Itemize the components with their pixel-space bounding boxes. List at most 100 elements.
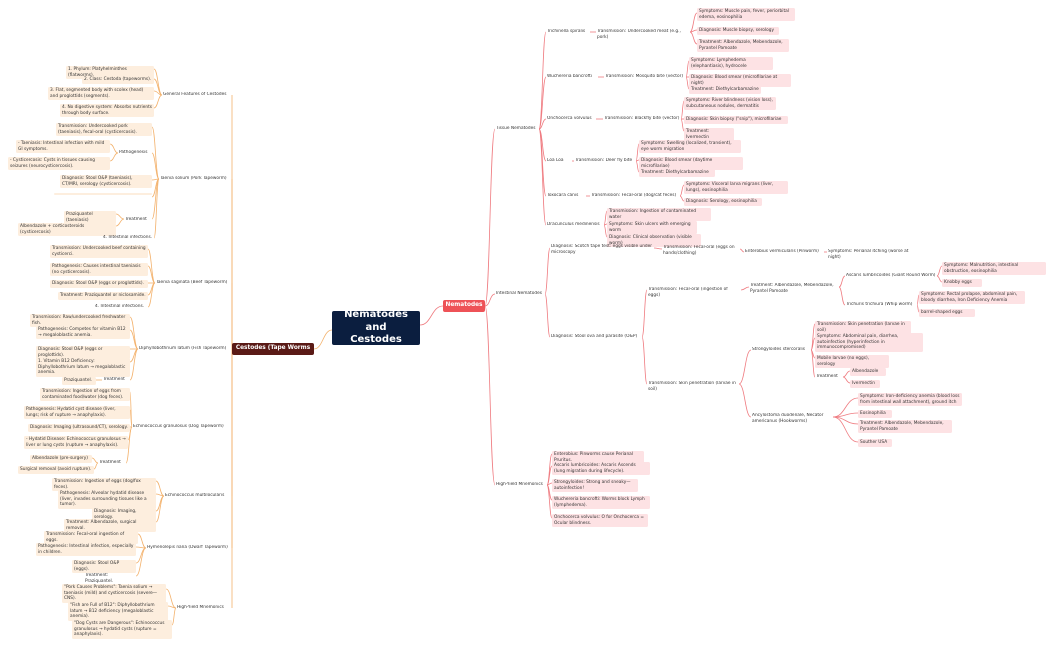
strongyloides-item[interactable]: Symptoms: Abdominal pain, diarrhea, auto… (815, 333, 923, 352)
dracunculus-item[interactable]: Diagnosis: Clinical observation (visible… (607, 234, 701, 248)
echinococcus-granulosus-label[interactable]: Echinococcus granulosus (Dog Tapeworm) (133, 424, 224, 429)
wuchereria-transmission[interactable]: Transmission: Mosquito bite (vector) (605, 74, 684, 79)
dracunculus-item[interactable]: Symptoms: Skin ulcers with emerging worm (607, 221, 697, 235)
right-mnemonic-item[interactable]: Strongyloides: Strong and sneaky—autoinf… (552, 479, 638, 493)
solium-intestinal[interactable]: 4. Intestinal infections. (103, 235, 153, 240)
trichuris-label[interactable]: Trichuris trichiura (Whip worm) (846, 302, 913, 307)
loa-transmission[interactable]: Transmission: Deer fly bite (575, 158, 633, 163)
right-mnemonics-label[interactable]: High-Yield Mnemonics (496, 482, 543, 487)
solium-transmission[interactable]: Transmission: Undercooked pork (taeniasi… (56, 123, 152, 137)
ascaris-item[interactable]: Symptoms: Malnutrition, intestinal obstr… (942, 262, 1046, 276)
trichinella-item[interactable]: Symptoms: Muscle pain, fever, periorbita… (697, 8, 795, 22)
solium-cysticercosis[interactable] (54, 193, 152, 195)
diphyl-treat[interactable]: Praziquantel. (62, 377, 96, 385)
trichinella-transmission[interactable]: Transmission: Undercooked meat (e.g., po… (597, 29, 681, 40)
general-item[interactable]: 3. Flat, segmented body with scolex (hea… (48, 87, 154, 101)
onchocerca-item[interactable]: Diagnosis: Skin biopsy ("snip"), microfi… (684, 116, 788, 124)
strongyloides-item[interactable]: Transmission: Skin penetration (larvae i… (815, 321, 911, 335)
stool-op-diagnosis[interactable]: Diagnosis: Stool ova and parasite (O&P) (551, 334, 638, 339)
taenia-saginata-label[interactable]: Taenia saginata (Beef Tapeworm) (156, 280, 228, 285)
tissue-nematodes-label[interactable]: Tissue Nematodes (496, 126, 536, 131)
onchocerca-transmission[interactable]: Transmission: Blackfly bite (vector) (604, 116, 680, 121)
nana-item[interactable]: Transmission: Fecal-oral ingestion of eg… (44, 531, 138, 545)
solium-patho-item[interactable]: - Cysticercosis: Cysts in tissues causin… (8, 157, 110, 171)
echinococcus-multilocularis-label[interactable]: Echinococcus multilocularis (165, 493, 225, 498)
granulosus-item[interactable]: Transmission: Ingestion of eggs from con… (40, 388, 130, 402)
right-mnemonic-item[interactable]: Onchocerca volvulus: O for Onchocerca = … (552, 514, 648, 528)
granulosus-item[interactable]: Pathogenesis: Hydatid cyst disease (live… (24, 406, 130, 420)
hookworm-item[interactable]: Treatment: Albendazole, Mebendazole, Pyr… (858, 420, 952, 434)
strongyloides-treat-item[interactable]: Ivermectin (850, 380, 880, 388)
loa-loa-label[interactable]: Loa Loa (547, 158, 564, 163)
ascaris-label[interactable]: Ascaris lumbricoides (Giant Round Worm) (846, 273, 936, 278)
nana-item[interactable]: Diagnosis: Stool O&P (eggs). (72, 560, 136, 574)
multi-item[interactable]: Transmission: Ingestion of eggs (dog/fox… (52, 478, 156, 492)
nana-item[interactable]: Treatment: Praziquantel. (85, 573, 114, 584)
scotch-transmission[interactable]: Transmission: Fecal-oral (eggs on hands/… (663, 245, 735, 256)
saginata-item[interactable]: 4. Intestinal infections. (95, 304, 145, 309)
granulosus-treatment-label[interactable]: Treatment (99, 460, 121, 465)
dracunculus-label[interactable]: Dracunculus medinensis (547, 222, 600, 227)
diphyl-item[interactable]: Diagnosis: Stool O&P (eggs or proglottid… (36, 346, 130, 360)
root-topic[interactable]: Nematodes and Cestodes (332, 311, 420, 345)
intestinal-nematodes-label[interactable]: Intestinal Nematodes (496, 291, 542, 296)
trichuris-item[interactable]: Symptoms: Rectal prolapse, abdominal pai… (919, 291, 1025, 305)
wuchereria-item[interactable]: Diagnosis: Blood smear (microfilariae at… (689, 74, 791, 88)
enterobius-symptoms[interactable]: Symptoms: Perianal itching (worse at nig… (828, 249, 909, 260)
multi-item[interactable]: Diagnosis: Imaging, serology. (92, 508, 156, 522)
trichuris-item[interactable]: barrel-shaped eggs (919, 309, 975, 317)
wuchereria-label[interactable]: Wuchereria bancrofti (547, 74, 592, 79)
strongyloides-item[interactable]: Mobile larvae (no eggs), serology (815, 355, 889, 369)
right-mnemonic-item[interactable]: Wuchereria bancrofti: Worms block Lymph … (552, 496, 650, 510)
toxocara-item[interactable]: Diagnosis: Serology, eosinophilia (684, 198, 762, 206)
diphyllobothrium-label[interactable]: Diphyllobothrium latum (Fish Tapeworm) (139, 346, 227, 351)
trichinella-item[interactable]: Treatment: Albendazole, Mebendazole, Pyr… (697, 39, 789, 53)
general-item[interactable]: 1. Phylum: Platyhelminthes (flatworms). (66, 66, 154, 80)
general-features-label[interactable]: General Features of Cestodes (163, 92, 227, 97)
hymenolepis-nana-label[interactable]: Hymenolepis nana (Dwarf Tapeworm) (147, 545, 228, 550)
skin-penetration-transmission[interactable]: Transmission: Skin penetration (larvae i… (648, 381, 736, 392)
hookworm-item[interactable]: Symptoms: Iron-deficiency anemia (blood … (858, 393, 962, 407)
loa-item[interactable]: Diagnosis: Blood smear (daytime microfil… (639, 157, 743, 171)
diphyl-treatment-label[interactable]: Treatment (103, 377, 125, 382)
general-item[interactable]: 4. No digestive system: Absorbs nutrient… (60, 104, 154, 118)
left-mnemonic-item[interactable]: "Pork Causes Problems": Taenia solium → … (62, 584, 166, 603)
strongyloides-treat-item[interactable]: Albendazole (850, 368, 886, 376)
right-mnemonic-item[interactable]: Enterobius: Pinworms cause Perianal Prur… (552, 451, 644, 465)
enterobius-label[interactable]: Enterobius vermicularis (Pinworm) (745, 249, 819, 254)
trichinella-item[interactable]: Diagnosis: Muscle biopsy, serology (697, 27, 779, 35)
hookworm-item[interactable]: Eosinophilia (858, 410, 892, 418)
branch-nematodes[interactable]: Nematodes (443, 300, 485, 312)
solium-treat-item[interactable]: Albendazole + corticosteroids (cysticerc… (18, 223, 116, 237)
fecal-oral-transmission[interactable]: Transmission: Fecal-oral (ingestion of e… (648, 287, 728, 298)
solium-treat-item[interactable]: Praziquantel (taeniasis) (64, 211, 116, 225)
loa-item[interactable]: Symptoms: Swelling (localized, transient… (639, 140, 741, 154)
left-mnemonic-item[interactable]: "Dog Cysts are Dangerous": Echinococcus … (72, 620, 172, 639)
onchocerca-item[interactable]: Symptoms: River blindness (vision loss),… (684, 97, 776, 111)
taenia-solium-label[interactable]: Taenia solium (Pork Tapeworm) (160, 176, 227, 181)
strongyloides-label[interactable]: Strongyloides stercoralis (752, 347, 805, 352)
multi-item[interactable]: Pathogenesis: Alveolar hydatid disease (… (58, 490, 156, 509)
strongyloides-treatment-label[interactable]: Treatment (816, 374, 838, 379)
wuchereria-item[interactable]: Treatment: Diethylcarbamazine (689, 86, 761, 94)
nana-item[interactable]: Pathogenesis: Intestinal infection, espe… (36, 543, 136, 557)
wuchereria-item[interactable]: Symptoms: Lymphedema (elephantiasis), hy… (689, 57, 773, 71)
saginata-item[interactable]: Treatment: Praziquantel or niclosamide. (58, 292, 148, 300)
solium-diagnosis[interactable]: Diagnosis: Stool O&P (taeniasis), CT/MRI… (60, 175, 152, 189)
loa-item[interactable]: Treatment: Diethylcarbamazine (639, 169, 715, 177)
diphyl-item[interactable]: Pathogenesis: Competes for vitamin B12 →… (36, 326, 130, 340)
saginata-item[interactable]: Transmission: Undercooked beef containin… (50, 245, 148, 259)
trichinella-label[interactable]: Trichinella spiralis (547, 29, 586, 34)
saginata-item[interactable]: Diagnosis: Stool O&P (eggs or proglottid… (50, 280, 148, 288)
scotch-tape-diagnosis[interactable]: Diagnosis: Scotch tape test: eggs visibl… (551, 244, 653, 255)
onchocerca-label[interactable]: Onchocerca volvulus (547, 116, 592, 121)
general-item[interactable]: 2. Class: Cestoda (tapeworms). (82, 76, 154, 84)
toxocara-item[interactable]: Symptoms: Visceral larva migrans (liver,… (684, 181, 788, 195)
hookworms-label[interactable]: Ancylostoma duodenale, Necator americanu… (752, 413, 824, 424)
diphyl-item[interactable]: Transmission: Raw/undercooked freshwater… (30, 314, 130, 328)
left-mnemonic-item[interactable]: "Fish are Full of B12": Diphyllobothrium… (68, 602, 168, 621)
solium-patho-item[interactable]: - Taeniasis: Intestinal infection with m… (16, 140, 110, 154)
solium-pathogenesis-label[interactable]: Pathogenesis (119, 150, 148, 155)
saginata-item[interactable]: Pathogenesis: Causes intestinal taeniasi… (50, 263, 148, 277)
granulosus-item[interactable]: Diagnosis: Imaging (ultrasound/CT), sero… (28, 424, 130, 432)
